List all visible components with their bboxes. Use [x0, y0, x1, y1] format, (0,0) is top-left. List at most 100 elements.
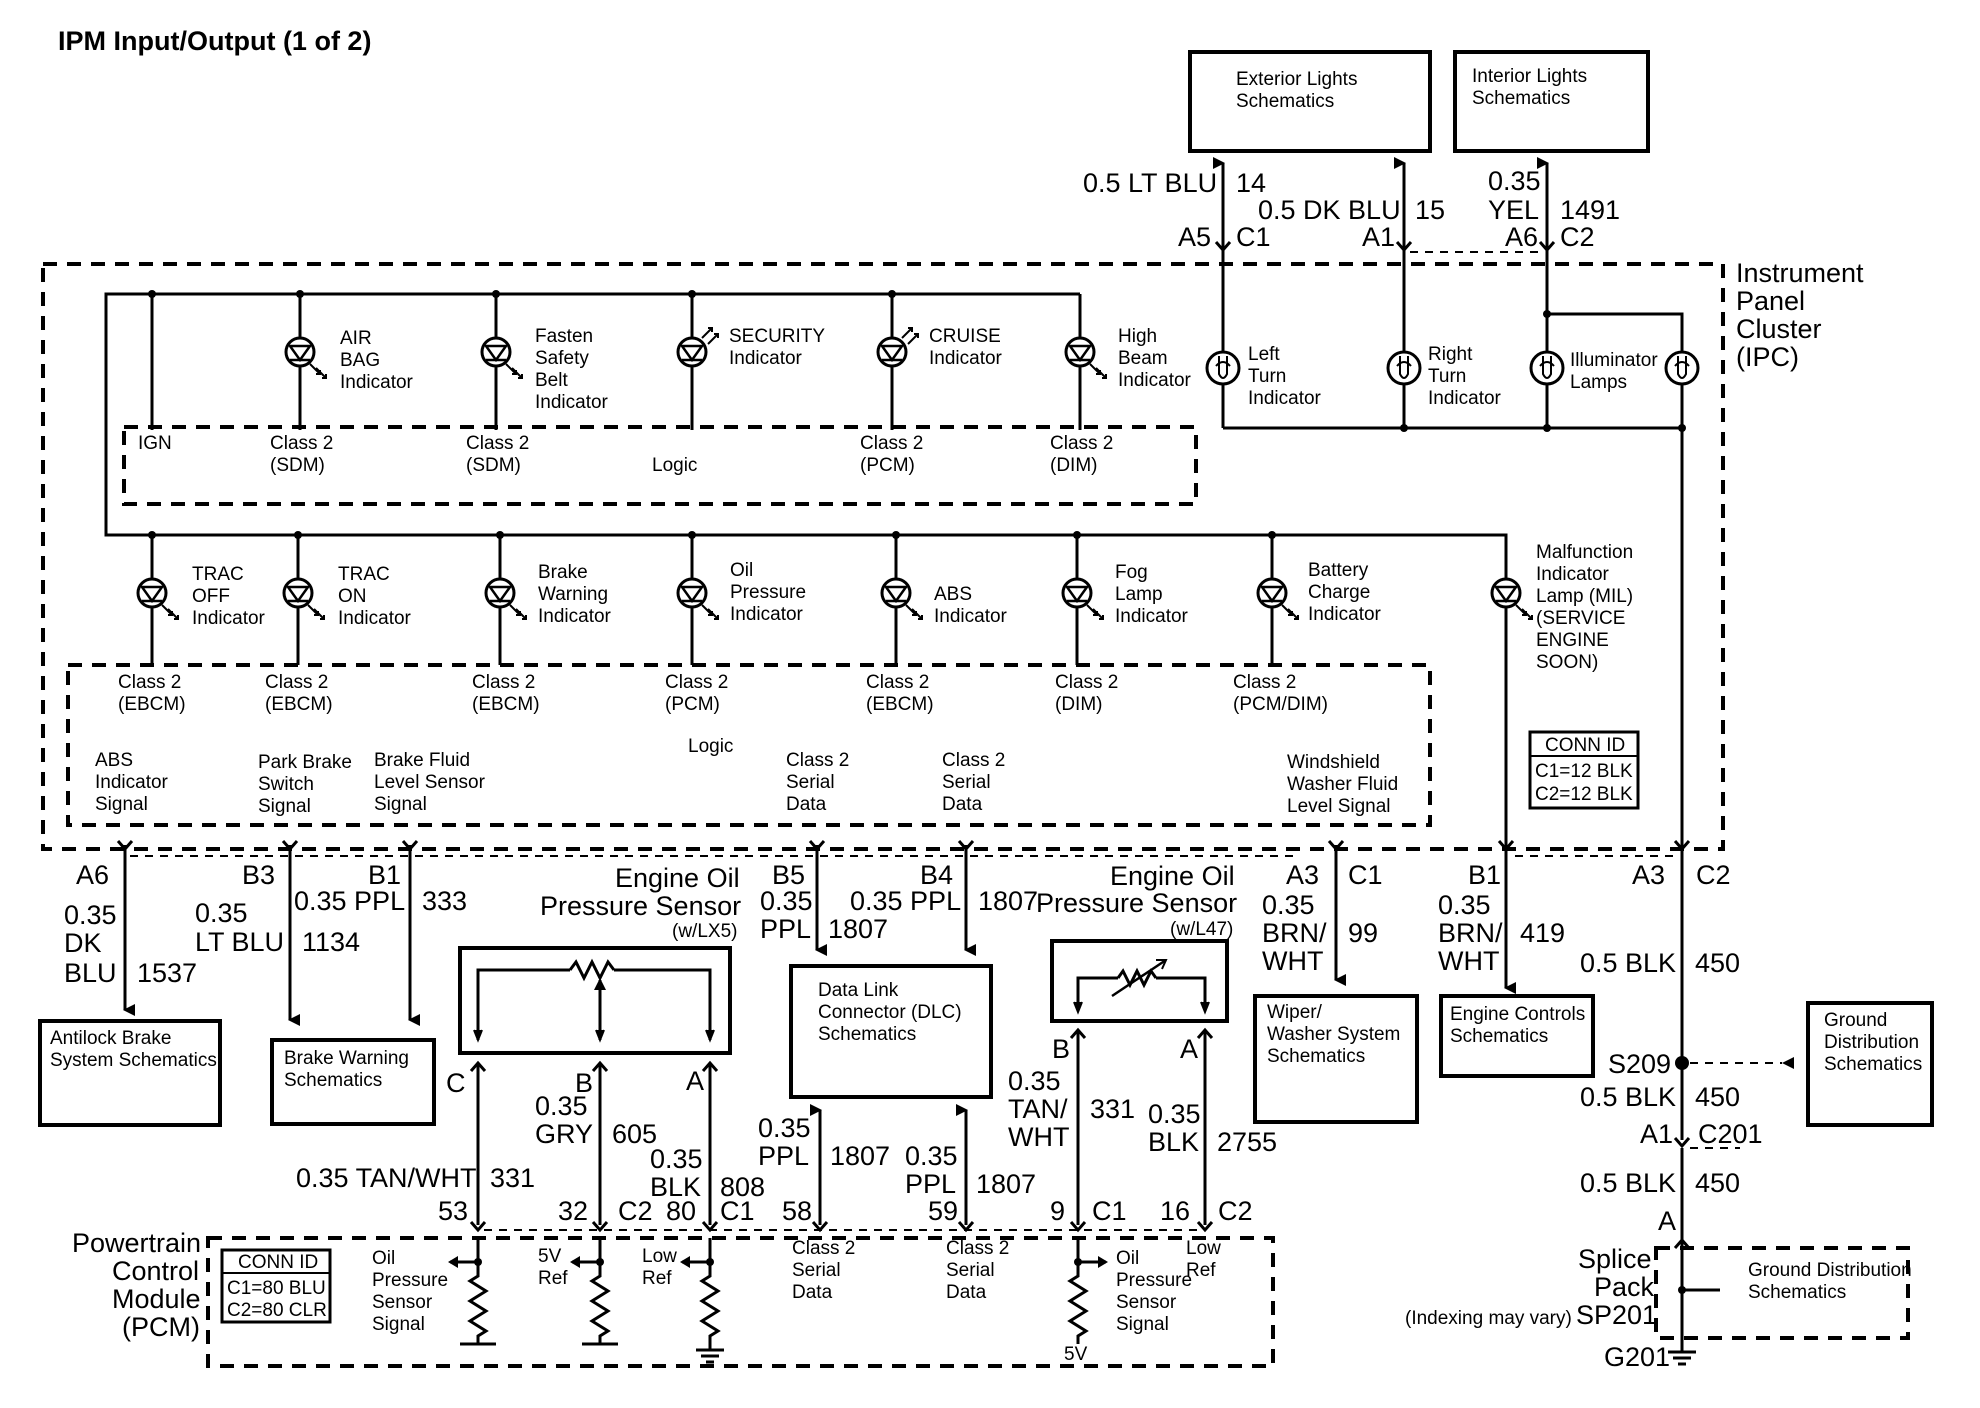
svg-text:C1: C1: [720, 1196, 755, 1226]
svg-text:System Schematics: System Schematics: [50, 1050, 217, 1071]
svg-text:B1: B1: [1468, 860, 1501, 890]
svg-text:Washer Fluid: Washer Fluid: [1287, 774, 1398, 795]
svg-text:C1: C1: [1236, 222, 1271, 252]
svg-text:Logic: Logic: [652, 455, 697, 476]
svg-text:Battery: Battery: [1308, 560, 1369, 581]
brake-warning-schematics-box[interactable]: Brake Warning Schematics: [270, 1038, 436, 1126]
svg-text:BAG: BAG: [340, 350, 380, 371]
svg-text:450: 450: [1695, 1168, 1740, 1198]
svg-text:Fog: Fog: [1115, 562, 1148, 583]
svg-text:LT BLU: LT BLU: [195, 927, 284, 957]
svg-text:Pressure Sensor: Pressure Sensor: [1036, 888, 1237, 918]
svg-text:Signal: Signal: [95, 794, 148, 815]
svg-text:Panel: Panel: [1736, 286, 1805, 316]
svg-text:Oil: Oil: [372, 1248, 395, 1269]
svg-text:CRUISE: CRUISE: [929, 326, 1001, 347]
svg-text:450: 450: [1695, 1082, 1740, 1112]
wiper-schematics-box[interactable]: Wiper/ Washer System Schematics: [1253, 994, 1419, 1124]
svg-text:32: 32: [558, 1196, 588, 1226]
svg-text:Washer System: Washer System: [1267, 1024, 1400, 1045]
ipc-boundary: [41, 262, 1725, 851]
svg-text:14: 14: [1236, 168, 1266, 198]
svg-text:Class 2: Class 2: [1050, 433, 1113, 454]
svg-text:C2=80 CLR: C2=80 CLR: [227, 1300, 327, 1321]
svg-text:Signal: Signal: [372, 1314, 425, 1335]
illuminator-bulbs: Illuminator Lamps: [1529, 350, 1700, 393]
svg-text:0.5 BLK: 0.5 BLK: [1580, 1082, 1676, 1112]
svg-text:Schematics: Schematics: [1472, 88, 1570, 109]
svg-text:99: 99: [1348, 918, 1378, 948]
svg-text:Ref: Ref: [1186, 1260, 1216, 1281]
svg-text:C1: C1: [1348, 860, 1383, 890]
svg-text:Signal: Signal: [1116, 1314, 1169, 1335]
svg-text:(SDM): (SDM): [270, 455, 325, 476]
svg-text:Class 2: Class 2: [665, 672, 728, 693]
pcm-boundary: [206, 1236, 1275, 1368]
svg-text:Class 2: Class 2: [472, 672, 535, 693]
dlc-schematics-box[interactable]: Data Link Connector (DLC) Schematics: [789, 964, 993, 1099]
svg-text:0.35: 0.35: [650, 1144, 703, 1174]
oil-pressure-sensor-l47: Engine Oil Pressure Sensor (w/L47) B A 0…: [1008, 861, 1277, 1225]
svg-text:Indicator: Indicator: [730, 604, 804, 625]
svg-text:Control: Control: [112, 1256, 199, 1286]
svg-text:Class 2: Class 2: [946, 1238, 1009, 1259]
svg-text:Engine Oil: Engine Oil: [615, 863, 740, 893]
svg-text:Powertrain: Powertrain: [72, 1228, 201, 1258]
svg-text:Sensor: Sensor: [372, 1292, 433, 1313]
oil-pressure-sensor-lx5: Engine Oil Pressure Sensor (w/LX5) C B A…: [296, 863, 765, 1225]
svg-text:15: 15: [1415, 195, 1445, 225]
svg-text:16: 16: [1160, 1196, 1190, 1226]
svg-text:Lamp (MIL): Lamp (MIL): [1536, 586, 1633, 607]
svg-text:A: A: [686, 1066, 704, 1096]
svg-text:OFF: OFF: [192, 586, 230, 607]
bulbs: Left Turn Indicator Right Turn Indicator…: [1205, 264, 1700, 853]
svg-text:TRAC: TRAC: [192, 564, 244, 585]
wire-15: 0.5 DK BLU 15 A1: [1258, 157, 1540, 264]
svg-text:Schematics: Schematics: [818, 1024, 916, 1045]
svg-text:Charge: Charge: [1308, 582, 1370, 603]
oil-pressure-indicator: Oil Pressure Indicator: [676, 531, 806, 665]
svg-text:5V: 5V: [538, 1246, 562, 1267]
svg-text:B3: B3: [242, 860, 275, 890]
svg-text:1807: 1807: [978, 886, 1038, 916]
svg-text:(EBCM): (EBCM): [866, 694, 934, 715]
svg-text:Engine Controls: Engine Controls: [1450, 1004, 1585, 1025]
abs-schematics-box[interactable]: Antilock Brake System Schematics: [38, 1019, 222, 1127]
svg-text:Serial: Serial: [946, 1260, 995, 1281]
svg-text:0.35: 0.35: [195, 898, 248, 928]
svg-text:(EBCM): (EBCM): [265, 694, 333, 715]
svg-text:YEL: YEL: [1488, 195, 1539, 225]
wire-1491: 0.35 YEL 1491 A6 C2: [1488, 157, 1620, 264]
svg-text:Oil: Oil: [1116, 1248, 1139, 1269]
svg-text:0.35 TAN/WHT: 0.35 TAN/WHT: [296, 1163, 477, 1193]
svg-text:BLK: BLK: [650, 1172, 701, 1202]
svg-text:0.35: 0.35: [1262, 890, 1315, 920]
svg-text:B: B: [575, 1068, 593, 1098]
svg-text:Data: Data: [942, 794, 983, 815]
engine-controls-schematics-box[interactable]: Engine Controls Schematics: [1439, 994, 1595, 1078]
svg-text:0.35: 0.35: [1008, 1066, 1061, 1096]
svg-text:A6: A6: [1505, 222, 1538, 252]
svg-text:C2=12 BLK: C2=12 BLK: [1535, 784, 1633, 805]
svg-text:808: 808: [720, 1172, 765, 1202]
svg-text:419: 419: [1520, 918, 1565, 948]
exterior-lights-box[interactable]: Exterior Lights Schematics: [1188, 50, 1432, 153]
svg-text:1491: 1491: [1560, 195, 1620, 225]
svg-text:Level Signal: Level Signal: [1287, 796, 1391, 817]
svg-text:5V: 5V: [1064, 1344, 1088, 1365]
ground-distribution-box[interactable]: Ground Distribution Schematics: [1806, 1001, 1934, 1127]
svg-text:Schematics: Schematics: [1267, 1046, 1365, 1067]
dlc-lower-wires: 0.35 PPL 1807 0.35 PPL 1807: [758, 1104, 1036, 1225]
ground-circuit: S209 0.5 BLK 450 A1 C201 0.5 BLK 450 A S…: [1405, 853, 1912, 1372]
wire-99: A3 C1 0.35 BRN/ WHT 99: [1262, 839, 1383, 986]
svg-text:Class 2: Class 2: [265, 672, 328, 693]
svg-text:0.5 BLK: 0.5 BLK: [1580, 1168, 1676, 1198]
interior-lights-box[interactable]: Interior Lights Schematics: [1453, 50, 1650, 153]
svg-text:Brake Warning: Brake Warning: [284, 1048, 409, 1069]
wire-1807-b4: B4 0.35 PPL 1807: [850, 839, 1038, 956]
row1-indicators: AIR BAG Indicator Fasten Safety Belt Ind…: [284, 290, 1192, 430]
svg-text:C: C: [446, 1068, 466, 1098]
svg-text:CONN ID: CONN ID: [1545, 735, 1625, 756]
svg-text:(DIM): (DIM): [1055, 694, 1102, 715]
svg-text:Safety: Safety: [535, 348, 589, 369]
